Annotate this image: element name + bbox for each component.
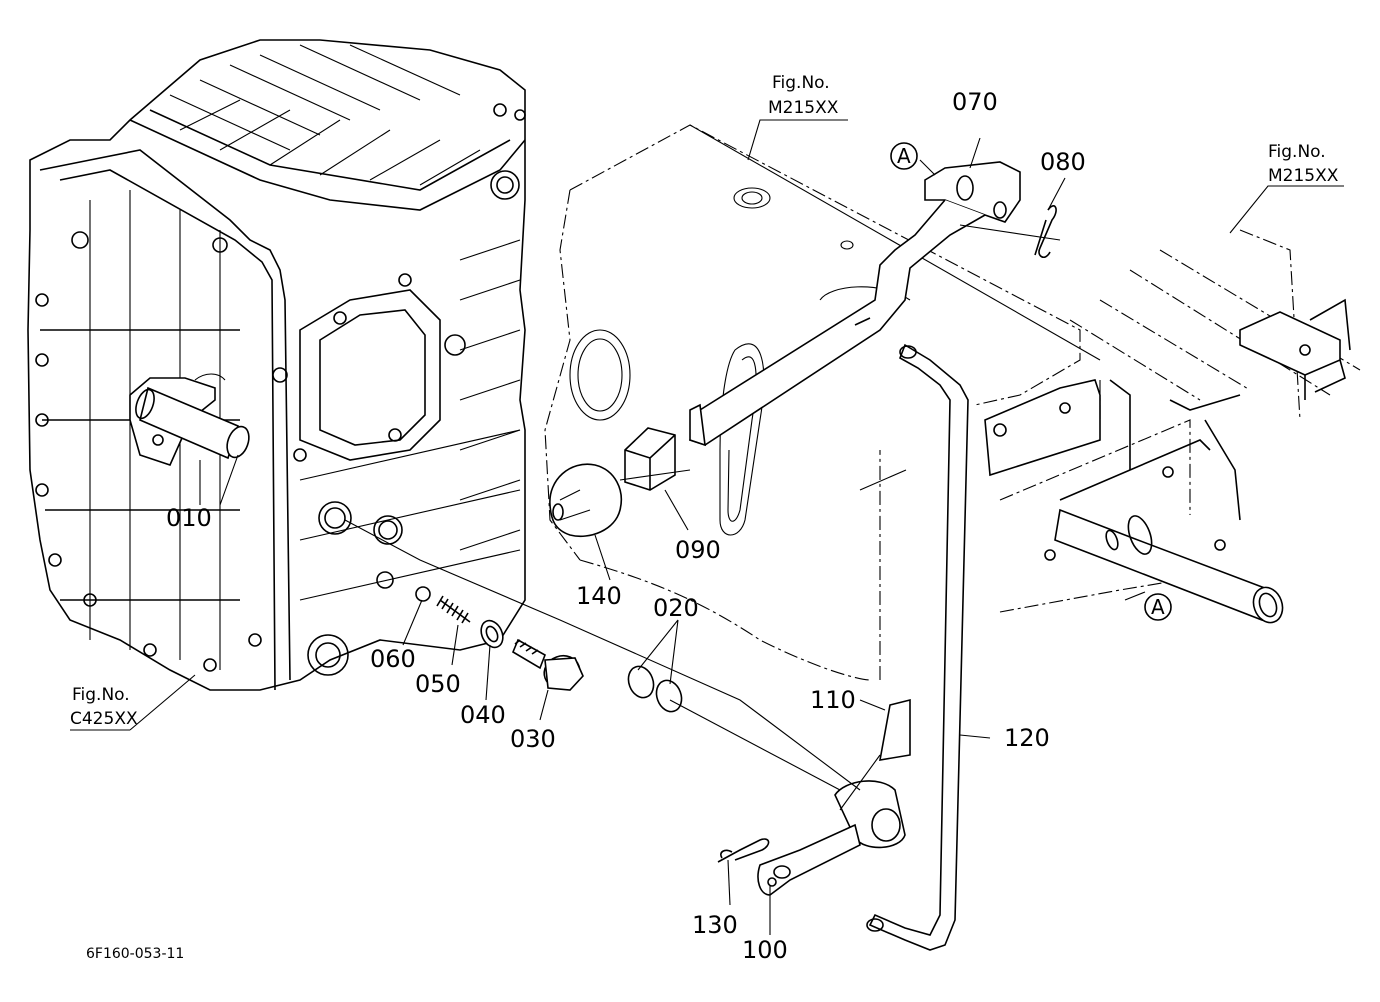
part-label-020: 020 bbox=[653, 594, 699, 622]
grip-090 bbox=[624, 427, 676, 491]
fig-ref-top-right-line2: M215XX bbox=[1268, 166, 1339, 186]
rod-120 bbox=[866, 343, 969, 951]
fig-ref-bottom-left-line1: Fig.No. bbox=[72, 685, 130, 705]
connection-mark-upper-label: A bbox=[897, 144, 911, 168]
pin-080 bbox=[1034, 205, 1057, 259]
housing-reference bbox=[544, 124, 1361, 681]
connection-mark-upper: A bbox=[890, 142, 918, 170]
fig-ref-top-center-line2: M215XX bbox=[768, 98, 839, 118]
plug-030 bbox=[511, 638, 584, 691]
part-label-090: 090 bbox=[675, 536, 721, 564]
fig-ref-bottom-left-line2: C425XX bbox=[70, 709, 138, 729]
part-label-120: 120 bbox=[1004, 724, 1050, 752]
o-rings-020 bbox=[627, 665, 683, 713]
part-label-130: 130 bbox=[692, 911, 738, 939]
part-label-050: 050 bbox=[415, 670, 461, 698]
callouts: Fig.No. M215XX Fig.No. M215XX Fig.No. C4… bbox=[70, 73, 1339, 964]
detent-parts bbox=[415, 586, 683, 713]
fig-ref-top-center-line1: Fig.No. bbox=[772, 73, 830, 93]
pin-130 bbox=[717, 838, 770, 863]
transmission-case bbox=[27, 39, 526, 691]
knob-140 bbox=[549, 463, 622, 537]
part-label-040: 040 bbox=[460, 701, 506, 729]
collar-110 bbox=[879, 698, 911, 761]
drawing-code: 6F160-053-11 bbox=[86, 946, 184, 962]
fig-ref-top-right-line1: Fig.No. bbox=[1268, 142, 1326, 162]
part-label-100: 100 bbox=[742, 936, 788, 964]
part-label-060: 060 bbox=[370, 645, 416, 673]
ball-060 bbox=[415, 586, 431, 602]
part-label-010: 010 bbox=[166, 504, 212, 532]
washer-040 bbox=[480, 619, 504, 649]
leader-lines bbox=[70, 119, 1344, 935]
part-label-140: 140 bbox=[576, 582, 622, 610]
lever-070 bbox=[688, 161, 1021, 447]
spring-050 bbox=[436, 595, 471, 624]
part-label-030: 030 bbox=[510, 725, 556, 753]
shaft-010 bbox=[129, 373, 250, 466]
part-label-080: 080 bbox=[1040, 148, 1086, 176]
right-bracket-assembly bbox=[984, 298, 1351, 624]
connection-mark-lower-label: A bbox=[1151, 595, 1165, 619]
connection-mark-lower: A bbox=[1144, 593, 1172, 621]
arm-100 bbox=[757, 780, 906, 896]
part-label-070: 070 bbox=[952, 88, 998, 116]
part-label-110: 110 bbox=[810, 686, 856, 714]
